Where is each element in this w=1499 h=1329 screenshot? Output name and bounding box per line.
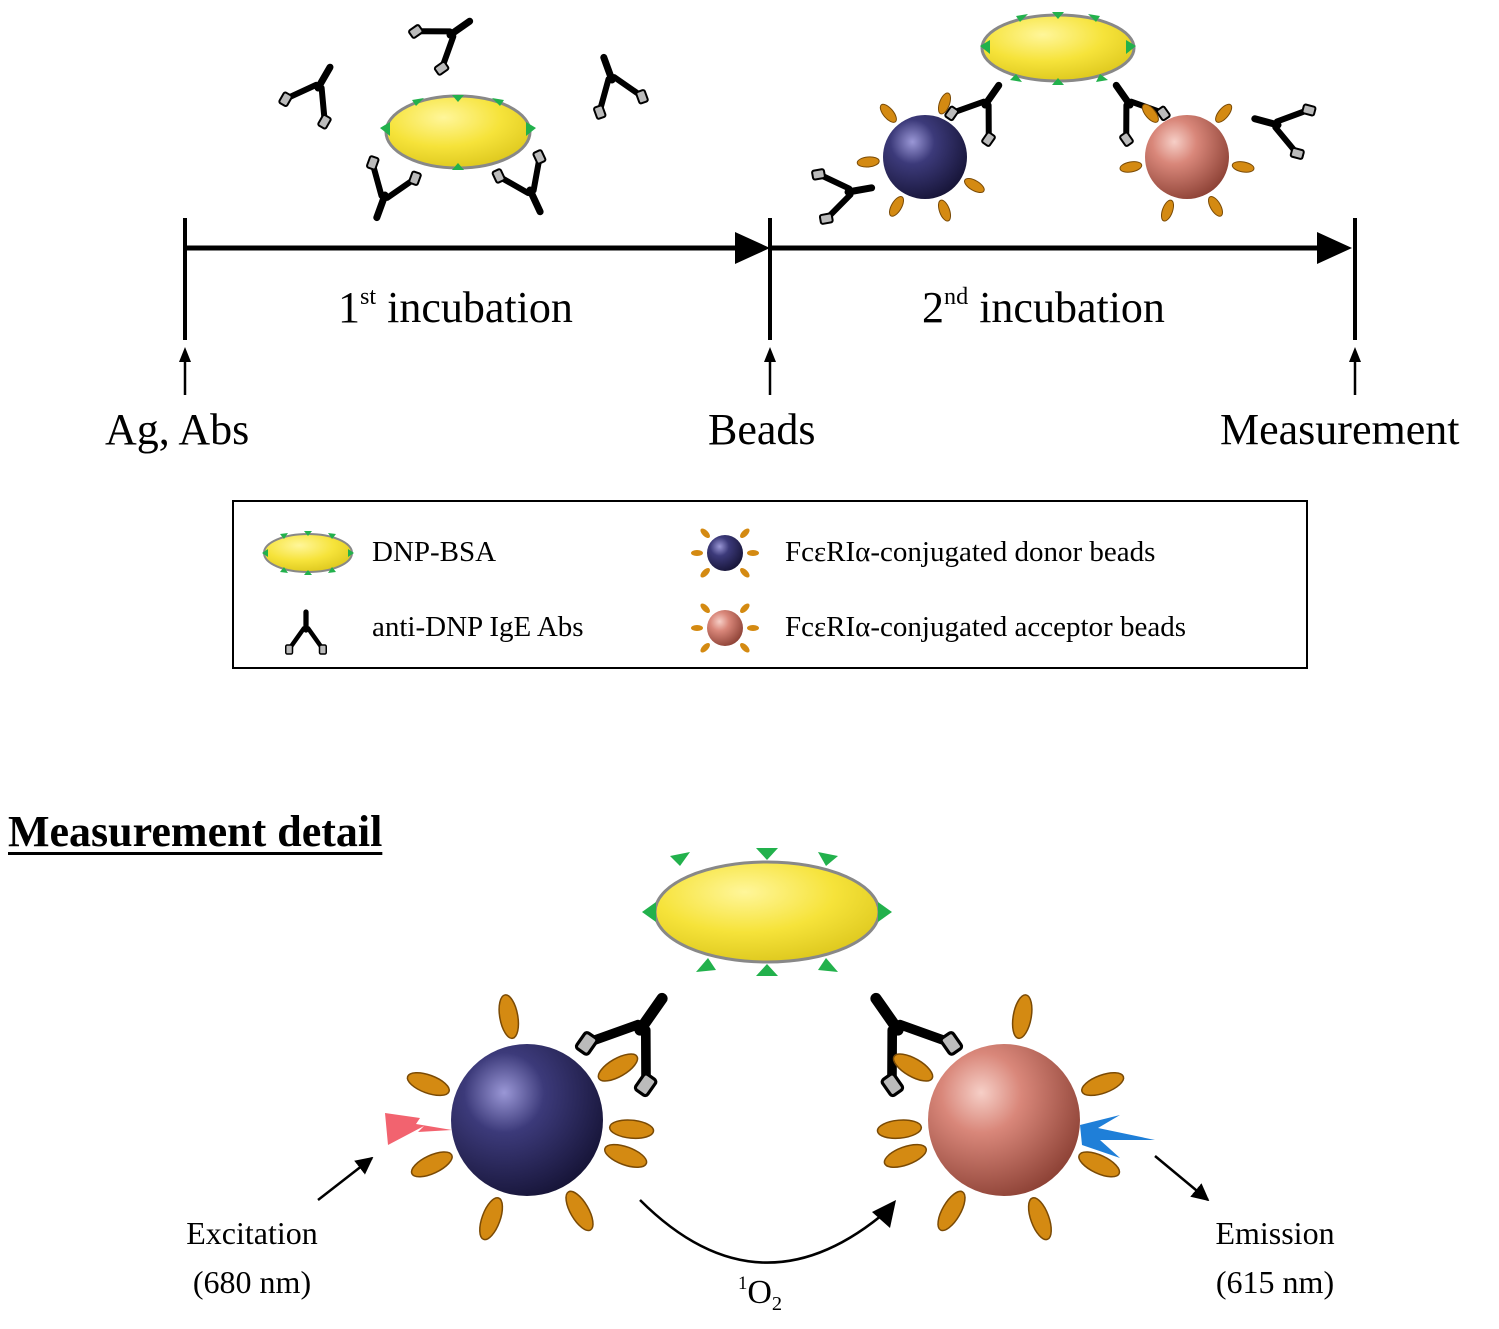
dnp-bsa-icon bbox=[380, 94, 536, 170]
dnp-bsa-icon bbox=[262, 531, 354, 575]
emission-flash-icon bbox=[1080, 1115, 1155, 1158]
second-incubation-illustration bbox=[812, 12, 1316, 224]
donor-bead-icon bbox=[403, 992, 656, 1244]
timeline bbox=[179, 218, 1361, 395]
arrow-up-icon bbox=[179, 347, 191, 395]
legend-donor-label: FcεRIα-conjugated donor beads bbox=[785, 536, 1156, 568]
measurement-detail-illustration bbox=[317, 848, 1210, 1264]
excitation-flash-icon bbox=[385, 1113, 452, 1145]
excitation-arrow bbox=[317, 1156, 374, 1201]
measurement-detail-heading: Measurement detail bbox=[8, 807, 383, 856]
acceptor-bead-icon bbox=[691, 603, 759, 653]
emission-arrow bbox=[1154, 1155, 1210, 1202]
singlet-oxygen-label: 1O2 bbox=[738, 1272, 783, 1316]
donor-bead-icon bbox=[691, 528, 759, 578]
donor-bead-icon bbox=[856, 90, 987, 224]
acceptor-bead-icon bbox=[875, 992, 1128, 1244]
second-incubation-label: 2nd incubation bbox=[922, 282, 1165, 332]
legend bbox=[232, 500, 1308, 669]
legend-ige-label: anti-DNP IgE Abs bbox=[372, 611, 584, 643]
arrow-up-icon bbox=[764, 347, 776, 395]
first-incubation-illustration bbox=[279, 0, 649, 227]
singlet-oxygen-transfer-arrow bbox=[639, 1199, 889, 1264]
first-incubation-label: 1st incubation bbox=[338, 282, 573, 332]
measurement-event-label: Measurement bbox=[1220, 405, 1460, 454]
start-event-label: Ag, Abs bbox=[105, 405, 250, 454]
excitation-label: Excitation bbox=[186, 1215, 318, 1251]
beads-event-label: Beads bbox=[708, 405, 816, 454]
legend-icons bbox=[262, 528, 759, 654]
acceptor-bead-icon bbox=[1118, 101, 1256, 224]
excitation-wavelength: (680 nm) bbox=[192, 1264, 312, 1300]
legend-dnp-bsa-label: DNP-BSA bbox=[372, 536, 497, 568]
arrow-up-icon bbox=[1349, 347, 1361, 395]
legend-acceptor-label: FcεRIα-conjugated acceptor beads bbox=[785, 611, 1186, 643]
dnp-bsa-icon bbox=[980, 12, 1136, 85]
emission-label: Emission bbox=[1215, 1215, 1335, 1251]
emission-wavelength: (615 nm) bbox=[1215, 1264, 1335, 1300]
dnp-bsa-icon bbox=[642, 848, 892, 976]
